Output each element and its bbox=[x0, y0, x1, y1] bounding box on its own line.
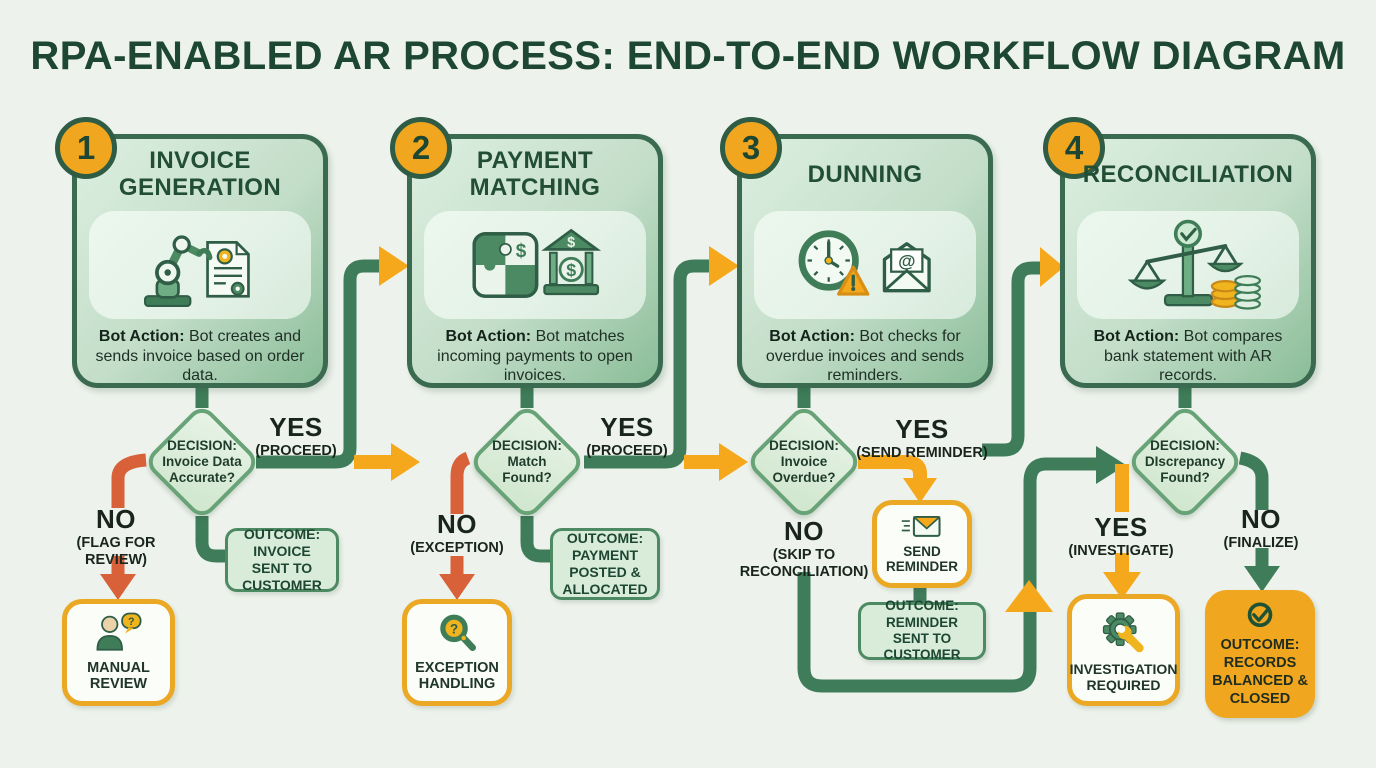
decision-match-found: DECISION: Match Found? bbox=[467, 402, 587, 522]
outcome-records-balanced-box: OUTCOME: RECORDS BALANCED & CLOSED bbox=[1205, 590, 1315, 718]
stage-1-number-badge: 1 bbox=[55, 117, 117, 179]
stage-4-number-badge: 4 bbox=[1043, 117, 1105, 179]
stage-dunning: 3 DUNNING @ Bot Action: Bot checks for o… bbox=[720, 117, 993, 388]
decision4-yes-connector bbox=[1103, 464, 1141, 599]
stage-1-number: 1 bbox=[76, 129, 96, 166]
decision-1-yes-label: YES (PROCEED) bbox=[255, 412, 337, 460]
svg-text:$: $ bbox=[567, 235, 575, 251]
stage-reconciliation: 4 RECONCILIATION Bot Action: bbox=[1043, 117, 1316, 388]
check-circle-icon bbox=[1247, 602, 1273, 628]
decision-3-no-label: NO (SKIP TO RECONCILIATION) bbox=[739, 516, 869, 580]
stage-4-number: 4 bbox=[1064, 129, 1084, 166]
decision-2-yes-label: YES (PROCEED) bbox=[586, 412, 668, 460]
decision-4-yes-label: YES (INVESTIGATE) bbox=[1068, 512, 1174, 560]
decision-3-yes-label: YES (SEND REMINDER) bbox=[856, 414, 988, 462]
stage-4-icon-panel bbox=[1077, 211, 1299, 319]
bot-action-prefix: Bot Action: bbox=[98, 328, 189, 345]
bot-action-text: Bot compares bank statement with AR reco… bbox=[1103, 328, 1283, 385]
page-title: RPA-ENABLED AR PROCESS: END-TO-END WORKF… bbox=[30, 34, 1346, 78]
decision-invoice-data-accurate: DECISION: Invoice Data Accurate? bbox=[142, 402, 262, 522]
outcome-invoice-sent: OUTCOME: INVOICE SENT TO CUSTOMER bbox=[225, 526, 339, 593]
bot-action-text: Bot matches incoming payments to open in… bbox=[437, 328, 633, 385]
person-question-icon: ? bbox=[96, 612, 141, 651]
stage-2-title: PAYMENT MATCHING bbox=[469, 147, 601, 201]
stage-payment-matching: 2 PAYMENT MATCHING $ $ $ Bot Action: Bot… bbox=[390, 117, 663, 388]
stage-invoice-generation: 1 INVOICE GENERATION Bot Action: bbox=[55, 117, 328, 388]
decision4-no-connector bbox=[1238, 451, 1280, 592]
decision-4-text: DECISION: DIscrepancy Found? bbox=[1144, 437, 1226, 486]
outcome-reminder-sent: OUTCOME: REMINDER SENT TO CUSTOMER bbox=[858, 598, 986, 662]
decision-4-no-label: NO (FINALIZE) bbox=[1223, 504, 1299, 552]
outcome-payment-posted: OUTCOME: PAYMENT POSTED & ALLOCATED bbox=[550, 528, 660, 600]
balance-scale-coins-icon bbox=[1127, 219, 1261, 310]
robot-arm-invoice-icon bbox=[144, 235, 250, 307]
bot-action-prefix: Bot Action: bbox=[769, 328, 860, 345]
bot-action-text: Bot creates and sends invoice based on o… bbox=[95, 328, 305, 385]
decision-invoice-overdue: DECISION: Invoice Overdue? bbox=[744, 402, 864, 522]
decision2-outcome-connector bbox=[520, 516, 552, 563]
svg-text:@: @ bbox=[898, 251, 915, 271]
stage-2-number-badge: 2 bbox=[390, 117, 452, 179]
stage-3-title: DUNNING bbox=[807, 160, 923, 188]
manual-review-box: ? MANUAL REVIEW bbox=[62, 599, 175, 706]
decision3-yes-connector bbox=[858, 455, 937, 503]
magnifier-question-icon: ? bbox=[440, 614, 476, 652]
decision-2-text: DECISION: Match Found? bbox=[492, 437, 562, 486]
svg-text:$: $ bbox=[515, 241, 526, 262]
bot-action-text: Bot checks for overdue invoices and send… bbox=[765, 328, 965, 385]
decision1-no-connector bbox=[100, 453, 147, 600]
manual-review-label: MANUAL REVIEW bbox=[87, 659, 150, 693]
stage-2-bot-action: Bot Action: Bot matches incoming payment… bbox=[425, 327, 645, 386]
stage-3-number: 3 bbox=[741, 129, 761, 166]
svg-text:$: $ bbox=[566, 260, 576, 280]
svg-text:?: ? bbox=[450, 622, 458, 637]
exception-handling-label: EXCEPTION HANDLING bbox=[415, 659, 499, 693]
records-balanced-label: OUTCOME: RECORDS BALANCED & CLOSED bbox=[1212, 636, 1308, 707]
stage-3-icon-panel: @ bbox=[754, 211, 976, 319]
gear-wrench-icon bbox=[1102, 612, 1144, 653]
decision-discrepancy-found: DECISION: DIscrepancy Found? bbox=[1125, 402, 1245, 522]
decision2-yes-connector bbox=[584, 246, 748, 481]
stage-4-bot-action: Bot Action: Bot compares bank statement … bbox=[1078, 327, 1298, 386]
bot-action-prefix: Bot Action: bbox=[445, 328, 536, 345]
stage-3-bot-action: Bot Action: Bot checks for overdue invoi… bbox=[755, 327, 975, 386]
send-reminder-box: SEND REMINDER bbox=[872, 500, 972, 588]
decision-1-text: DECISION: Invoice Data Accurate? bbox=[162, 437, 242, 486]
stage-2-icon-panel: $ $ $ bbox=[424, 211, 646, 319]
stage-3-number-badge: 3 bbox=[720, 117, 782, 179]
investigation-required-label: INVESTIGATION REQUIRED bbox=[1069, 660, 1178, 693]
send-reminder-label: SEND REMINDER bbox=[885, 543, 958, 575]
decision3-no-skip-connector bbox=[797, 446, 1126, 693]
puzzle-bank-icon: $ $ $ bbox=[471, 228, 601, 298]
decision2-no-connector bbox=[439, 451, 475, 600]
reminder-to-stage4-connector bbox=[982, 247, 1064, 457]
svg-text:?: ? bbox=[128, 616, 135, 628]
decision1-yes-connector bbox=[256, 246, 420, 481]
bot-action-prefix: Bot Action: bbox=[1093, 328, 1184, 345]
stage-2-number: 2 bbox=[411, 129, 431, 166]
decision-2-no-label: NO (EXCEPTION) bbox=[410, 509, 504, 557]
stage-4-title: RECONCILIATION bbox=[1082, 160, 1294, 188]
stage-1-title: INVOICE GENERATION bbox=[118, 147, 282, 201]
decision1-outcome-connector bbox=[195, 516, 227, 563]
investigation-required-box: INVESTIGATION REQUIRED bbox=[1067, 594, 1180, 706]
decision-3-text: DECISION: Invoice Overdue? bbox=[769, 437, 839, 486]
overdue-clock-email-icon: @ bbox=[798, 230, 931, 296]
exception-handling-box: ? EXCEPTION HANDLING bbox=[402, 599, 512, 706]
stage-1-bot-action: Bot Action: Bot creates and sends invoic… bbox=[90, 327, 310, 386]
speeding-envelope-icon bbox=[901, 516, 941, 537]
decision-1-no-label: NO (FLAG FOR REVIEW) bbox=[76, 504, 156, 568]
stage-1-icon-panel bbox=[89, 211, 311, 319]
